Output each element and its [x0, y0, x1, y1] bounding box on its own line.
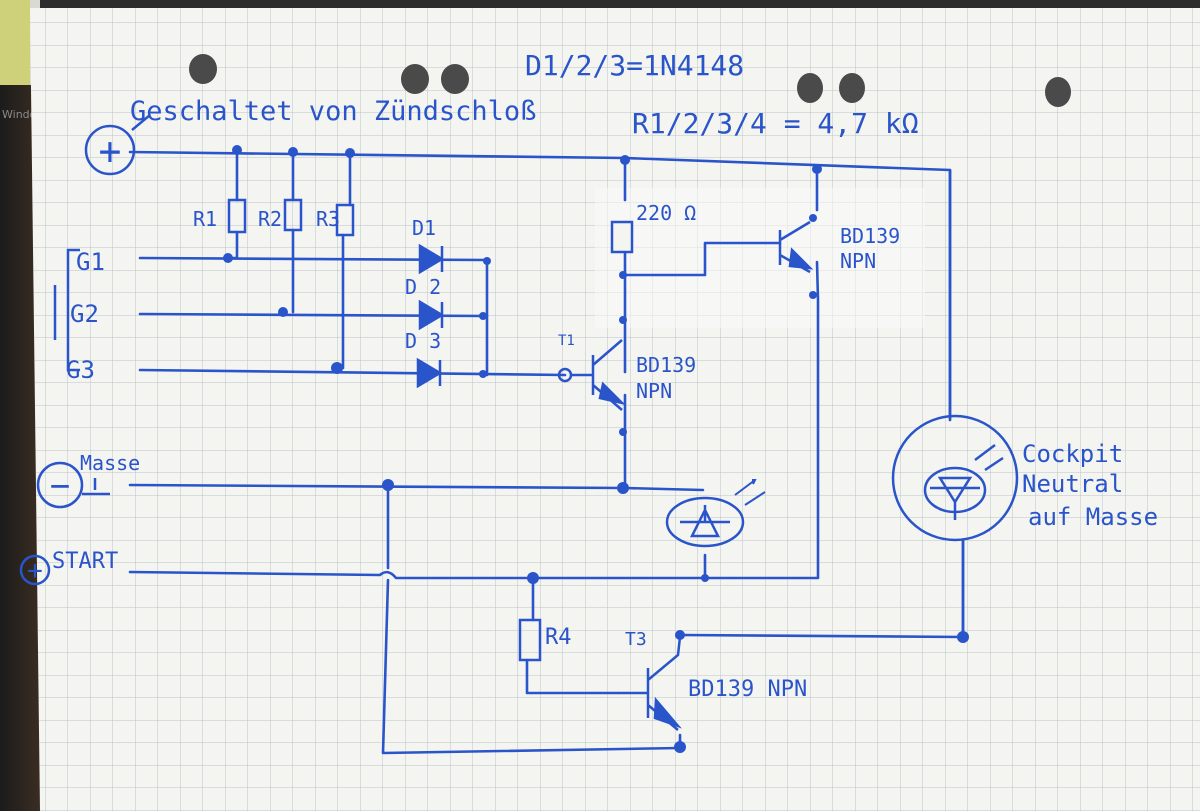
label-d2: D 2: [405, 275, 441, 299]
junction-dots: [223, 145, 969, 753]
input-bracket: [53, 248, 80, 372]
input-g2: G2: [70, 300, 99, 328]
paper-patch: [595, 188, 925, 328]
diode-icon: [416, 243, 445, 389]
led-icon: [665, 496, 745, 548]
label-t3: T3: [625, 629, 647, 650]
led-light-icon: [734, 479, 766, 506]
resistor-value-note: R1/2/3/4 = 4,7 kΩ: [632, 107, 919, 140]
label-t1: T1: [558, 333, 575, 349]
resistor-r3: [335, 203, 355, 237]
label-t2-kind: NPN: [840, 249, 876, 273]
diode-type-note: D1/2/3=1N4148: [525, 49, 744, 82]
minus-terminal-symbol: −: [50, 466, 70, 506]
label-start: START: [52, 549, 118, 574]
label-t1-type: BD139: [636, 353, 696, 377]
plus-terminal-symbol: +: [99, 129, 122, 173]
cockpit-line-3: auf Masse: [1028, 503, 1158, 531]
transistor-icon: [557, 339, 626, 411]
cockpit-led-icon: [891, 414, 1019, 542]
transistor-2-icon: [778, 220, 814, 274]
label-r4: R4: [545, 625, 572, 650]
switched-note: Geschaltet von Zündschloß: [130, 96, 536, 127]
start-terminal: +: [19, 554, 51, 586]
minus-terminal: −: [36, 461, 110, 509]
input-g1: G1: [76, 248, 105, 276]
label-d3: D 3: [405, 329, 441, 353]
plus-terminal: +: [84, 114, 151, 176]
label-t2-type: BD139: [840, 224, 900, 248]
labels: D1/2/3=1N4148 Geschaltet von Zündschloß …: [52, 49, 1158, 702]
label-masse: Masse: [80, 451, 140, 475]
label-r2: R2: [258, 207, 282, 231]
label-t3-type: BD139 NPN: [688, 677, 807, 702]
label-220: 220 Ω: [636, 201, 696, 225]
resistor-r1: [227, 198, 247, 234]
resistor-r2: [283, 198, 303, 232]
label-r3: R3: [316, 207, 340, 231]
spiral-binding: [40, 0, 1200, 8]
transistor-3-icon: [618, 636, 682, 731]
cockpit-line-1: Cockpit: [1022, 440, 1123, 468]
input-g3: G3: [66, 356, 95, 384]
label-d1: D1: [412, 216, 436, 240]
start-terminal-symbol: +: [27, 556, 43, 586]
notebook-paper: [30, 0, 1200, 811]
punch-holes: [189, 54, 1071, 107]
cockpit-line-2: Neutral: [1022, 470, 1123, 498]
yellow-background-strip: [0, 0, 30, 85]
resistor-220: [610, 220, 634, 254]
resistor-r4: [518, 618, 542, 662]
label-t1-kind: NPN: [636, 379, 672, 403]
label-r1: R1: [193, 207, 217, 231]
